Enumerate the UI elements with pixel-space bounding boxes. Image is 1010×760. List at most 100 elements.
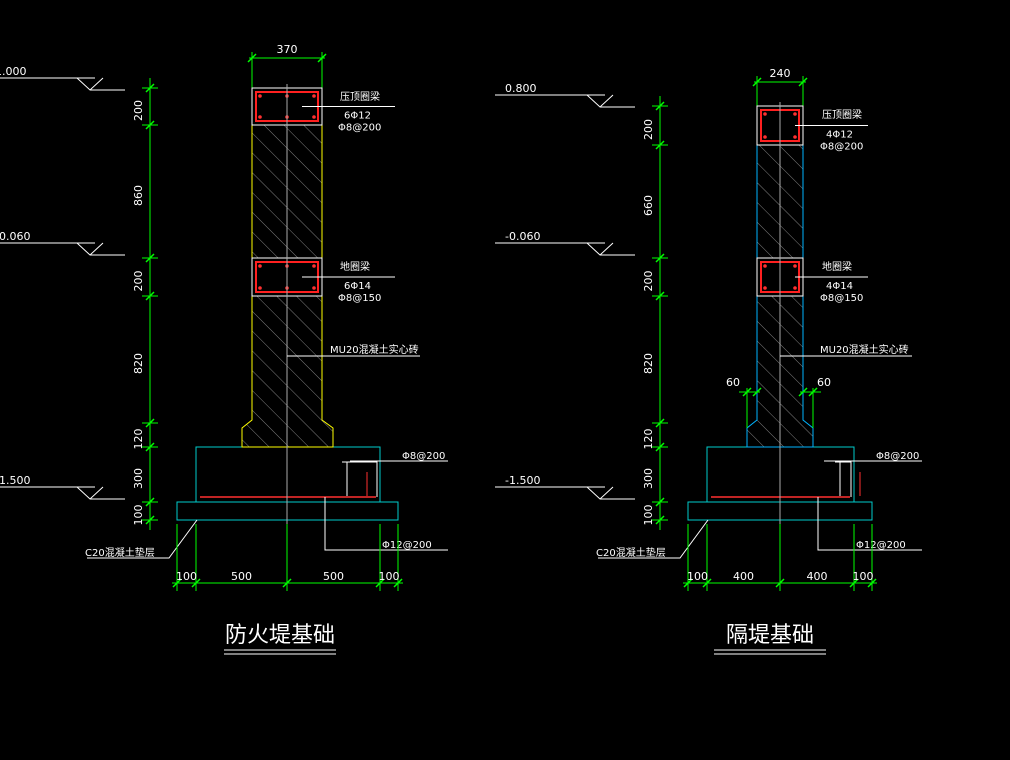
top_beam-stirrup: Φ8@200: [338, 123, 381, 134]
vertical-dim-text: 300: [642, 468, 655, 489]
vertical-dim-text: 200: [642, 271, 655, 292]
footing-rebar-leader: [324, 497, 448, 551]
dim-tick: [702, 578, 712, 588]
dim-tick: [655, 291, 665, 301]
wall-material-label: MU20混凝土实心砖: [820, 343, 909, 356]
elevation-bottom-text: -1.500: [505, 474, 540, 487]
dim-tick: [655, 497, 665, 507]
footing-rebar-label: Φ12@200: [382, 540, 432, 551]
ground_beam-rebar: 4Φ14: [826, 281, 853, 292]
width-dim-text: 240: [770, 67, 791, 80]
dim-tick: [145, 253, 155, 263]
footing-stirrup-outline: [835, 461, 852, 497]
ground-beam-rebar-dot: [258, 264, 262, 268]
vertical-dim-text: 200: [132, 100, 145, 121]
dim-tick: [145, 515, 155, 525]
ground-beam-rebar-dot: [258, 286, 262, 290]
elevation-top-text: 0.800: [505, 82, 537, 95]
vertical-dim-text: 820: [132, 353, 145, 374]
elevation-mid-text: -0.060: [505, 230, 540, 243]
elevation-top-triangle: [76, 77, 104, 91]
top_beam-name: 压顶圈梁: [340, 90, 380, 103]
ground_beam-rebar: 6Φ14: [344, 281, 371, 292]
elevation-mid-text: -0.060: [0, 230, 30, 243]
elevation-mid-triangle: [586, 242, 614, 256]
top-beam-rebar-dot: [763, 135, 767, 139]
vertical-dim-text: 100: [642, 505, 655, 526]
dim-tick: [655, 101, 665, 111]
elevation-mid-triangle: [76, 242, 104, 256]
ground_beam-stirrup: Φ8@150: [338, 293, 381, 304]
dim-tick: [145, 83, 155, 93]
top-beam-rebar-dot: [312, 94, 316, 98]
dim-tick: [145, 418, 155, 428]
vertical-dim-text: 200: [132, 271, 145, 292]
width-dim-text: 370: [277, 43, 298, 56]
dim-tick: [145, 291, 155, 301]
ground-beam-rebar-dot: [312, 286, 316, 290]
dim-tick: [317, 53, 327, 63]
dim-tick: [775, 578, 785, 588]
vertical-dim-text: 120: [132, 429, 145, 450]
ground-beam-rebar-dot: [763, 286, 767, 290]
dim-tick: [655, 140, 665, 150]
top_beam-rebar: 6Φ12: [344, 111, 371, 122]
elevation-top-text: 1.000: [0, 65, 27, 78]
dim-tick: [798, 77, 808, 87]
dim-tick: [655, 253, 665, 263]
dim-tick: [752, 77, 762, 87]
top-beam-rebar-dot: [312, 115, 316, 119]
footing-stirrup-outline: [342, 461, 378, 497]
ground-beam-rebar-dot: [793, 286, 797, 290]
dim-tick: [867, 578, 877, 588]
dim-tick: [145, 442, 155, 452]
vertical-dim-text: 300: [132, 468, 145, 489]
ground-beam-rebar-dot: [312, 264, 316, 268]
cushion-label: C20混凝土垫层: [596, 546, 666, 559]
dim-tick: [191, 578, 201, 588]
top-beam-rebar-dot: [793, 112, 797, 116]
dim-tick: [145, 497, 155, 507]
firewall-foundation-detail: 2008602008201203001001.000-0.060-1.50037…: [0, 43, 448, 655]
top_beam-name: 压顶圈梁: [822, 108, 862, 121]
dim-tick: [282, 578, 292, 588]
ground_beam-name: 地圈梁: [340, 260, 370, 273]
elevation-bottom-text: -1.500: [0, 474, 30, 487]
footing-stirrup-label: Φ8@200: [402, 451, 445, 462]
bottom-dim-text: 100: [176, 570, 197, 583]
step-dim-right-text: 60: [817, 376, 831, 389]
top_beam-stirrup: Φ8@200: [820, 142, 863, 153]
step-dim-left-text: 60: [726, 376, 740, 389]
bottom-dim-text: 100: [853, 570, 874, 583]
wall-material-label: MU20混凝土实心砖: [330, 343, 419, 356]
bottom-dim-text: 400: [807, 570, 828, 583]
cushion-leader: [87, 519, 198, 559]
dim-tick: [172, 578, 182, 588]
dim-tick: [849, 578, 859, 588]
dim-tick: [752, 387, 762, 397]
dim-tick: [655, 418, 665, 428]
top-beam-rebar-dot: [793, 135, 797, 139]
vertical-dim-text: 820: [642, 353, 655, 374]
footing-block: [195, 446, 381, 503]
bottom-dim-text: 500: [231, 570, 252, 583]
cushion-leader: [598, 519, 709, 559]
elevation-bottom-triangle: [586, 486, 614, 500]
elevation-top-triangle: [586, 94, 614, 108]
footing-rebar-leader: [817, 497, 922, 551]
bottom-dim-text: 500: [323, 570, 344, 583]
top-beam-rebar-dot: [258, 94, 262, 98]
dim-tick: [375, 578, 385, 588]
dim-tick: [798, 387, 808, 397]
ground-beam-rebar-dot: [793, 264, 797, 268]
detail-title: 隔堤基础: [726, 623, 814, 648]
ground_beam-stirrup: Φ8@150: [820, 293, 863, 304]
vertical-dim-text: 660: [642, 195, 655, 216]
dim-tick: [393, 578, 403, 588]
dim-tick: [655, 442, 665, 452]
bottom-dim-text: 400: [733, 570, 754, 583]
cushion-label: C20混凝土垫层: [85, 546, 155, 559]
bottom-dim-text: 100: [379, 570, 400, 583]
ground-beam-rebar-dot: [763, 264, 767, 268]
